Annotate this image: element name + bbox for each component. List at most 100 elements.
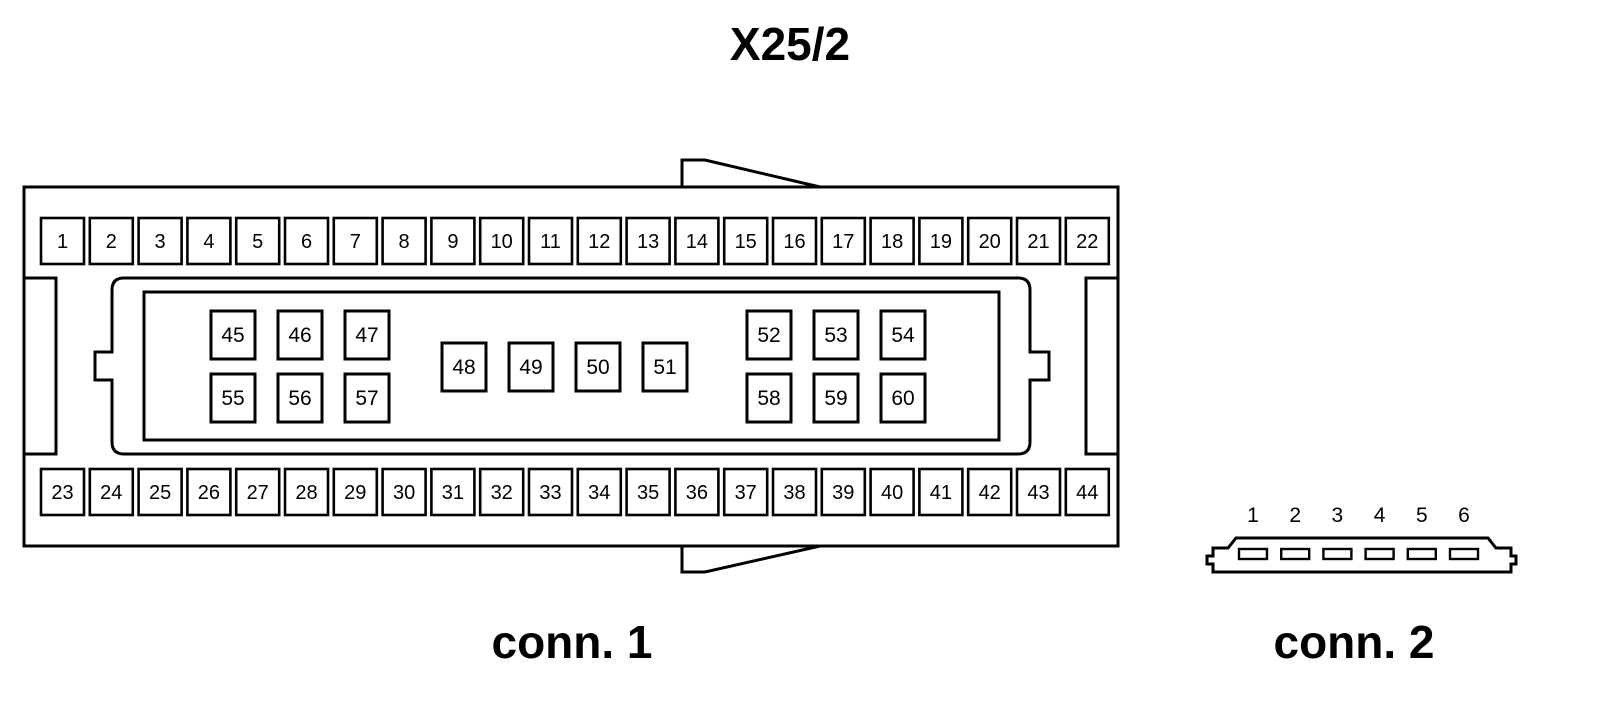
pin-9: 9	[430, 216, 476, 266]
pin-5: 5	[234, 216, 281, 266]
pin-49: 49	[507, 341, 555, 393]
pin-box	[507, 341, 555, 393]
pin-box	[641, 341, 689, 393]
pin-number: 2	[1289, 504, 1301, 527]
pin-number: 14	[686, 231, 708, 253]
pin-number: 56	[288, 387, 311, 410]
pin-57: 57	[343, 372, 391, 424]
pin-number: 46	[288, 324, 311, 347]
pin-number: 25	[149, 482, 171, 504]
pin-53: 53	[812, 309, 860, 361]
pin-box	[332, 216, 379, 266]
pin-number: 22	[1076, 231, 1098, 253]
pin-number: 55	[221, 387, 244, 410]
pin-box	[343, 309, 391, 361]
pin-box	[283, 467, 330, 517]
connector-1-cavity	[142, 290, 1001, 442]
pin-box	[812, 309, 860, 361]
pin-46: 46	[276, 309, 324, 361]
pin-box	[527, 216, 574, 266]
pin-number: 4	[203, 231, 214, 253]
pin-18: 18	[869, 216, 915, 266]
pin-14: 14	[674, 216, 720, 266]
pin-box	[381, 216, 427, 266]
pin-55: 55	[209, 372, 257, 424]
pin-box	[722, 467, 769, 517]
pin-number: 29	[344, 482, 366, 504]
pin-42: 42	[966, 467, 1013, 517]
pin-31: 31	[430, 467, 476, 517]
connector-2-housing	[1205, 536, 1518, 574]
connector-2-pin-4: 4	[1364, 504, 1395, 561]
pin-box	[186, 216, 232, 266]
pin-number: 10	[491, 231, 513, 253]
pin-box	[1015, 467, 1062, 517]
pin-number: 43	[1027, 482, 1049, 504]
pin-box	[430, 467, 476, 517]
pin-number: 42	[979, 482, 1001, 504]
pin-box	[1064, 467, 1111, 517]
pin-number: 47	[355, 324, 378, 347]
pin-26: 26	[186, 467, 232, 517]
pin-32: 32	[478, 467, 525, 517]
pin-number: 8	[399, 231, 410, 253]
pin-box	[674, 216, 720, 266]
pin-30: 30	[381, 467, 427, 517]
pin-box	[430, 216, 476, 266]
pin-number: 12	[588, 231, 610, 253]
connector-2-pin-1: 1	[1237, 504, 1269, 561]
pin-11: 11	[527, 216, 574, 266]
pin-number: 13	[637, 231, 659, 253]
pin-10: 10	[478, 216, 525, 266]
pin-number: 26	[198, 482, 220, 504]
pin-number: 4	[1374, 504, 1386, 527]
pin-box	[209, 309, 257, 361]
pin-number: 36	[686, 482, 708, 504]
pin-6: 6	[283, 216, 330, 266]
connector-2-pin-3: 3	[1322, 504, 1353, 561]
pin-number: 6	[301, 231, 312, 253]
pin-34: 34	[576, 467, 623, 517]
pin-number: 40	[881, 482, 903, 504]
pin-36: 36	[674, 467, 720, 517]
pin-41: 41	[918, 467, 964, 517]
pin-number: 18	[881, 231, 903, 253]
pin-number: 1	[57, 231, 68, 253]
pin-box	[722, 216, 769, 266]
pin-number: 35	[637, 482, 659, 504]
connector-1-top-latch	[680, 158, 821, 189]
pin-slot	[1364, 547, 1395, 561]
pin-number: 59	[824, 387, 847, 410]
pin-number: 45	[221, 324, 244, 347]
pin-15: 15	[722, 216, 769, 266]
pin-37: 37	[722, 467, 769, 517]
pin-number: 20	[979, 231, 1001, 253]
pin-box	[283, 216, 330, 266]
pin-number: 28	[295, 482, 317, 504]
pin-number: 23	[51, 482, 73, 504]
pin-1: 1	[39, 216, 86, 266]
pin-number: 15	[735, 231, 757, 253]
pin-box	[381, 467, 427, 517]
pin-box	[1015, 216, 1062, 266]
pin-box	[137, 467, 183, 517]
pin-number: 48	[452, 356, 475, 379]
pin-number: 51	[653, 356, 676, 379]
pin-38: 38	[771, 467, 818, 517]
pin-box	[276, 309, 324, 361]
pin-number: 11	[540, 231, 561, 253]
pin-39: 39	[820, 467, 867, 517]
pin-number: 60	[891, 387, 914, 410]
pin-box	[625, 216, 671, 266]
pin-number: 38	[783, 482, 805, 504]
pin-box	[966, 467, 1013, 517]
connector-1-bottom-latch	[680, 544, 821, 574]
pin-7: 7	[332, 216, 379, 266]
pin-number: 2	[106, 231, 117, 253]
pin-box	[1064, 216, 1111, 266]
connector-1-caption: conn. 1	[491, 616, 652, 668]
pin-25: 25	[137, 467, 183, 517]
